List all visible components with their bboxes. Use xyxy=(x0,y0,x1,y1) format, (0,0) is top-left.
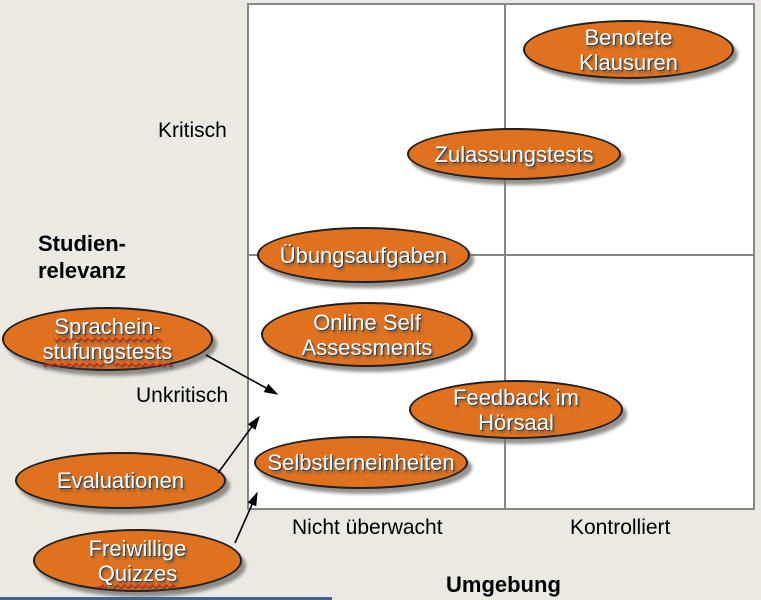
ellipse-label-line: Feedback im xyxy=(453,384,579,410)
ellipse-label-line: Selbstlerneinheiten xyxy=(267,450,455,475)
ellipse-online-self-assessments: Online Self Assessments xyxy=(261,302,473,367)
ellipse-evaluationen: Evaluationen xyxy=(15,452,226,509)
ellipse-label-line: Klausuren xyxy=(578,49,679,75)
window-edge-bar xyxy=(0,597,332,600)
ellipse-label-line: Online Self xyxy=(313,309,421,335)
y-axis-title: Studien- relevanz xyxy=(38,230,126,284)
y-axis-high-label: Kritisch xyxy=(158,119,227,142)
ellipse-uebungsaufgaben: Übungsaufgaben xyxy=(257,227,470,283)
x-axis-left-label: Nicht überwacht xyxy=(292,516,443,539)
ellipse-label-line-misspelled: Sprachein- xyxy=(54,314,161,339)
ellipse-benotete-klausuren: Benotete Klausuren xyxy=(523,20,734,79)
ellipse-freiwillige-quizzes: Freiwillige Quizzes xyxy=(33,529,242,592)
ellipse-spracheinstufungstests: Sprachein- stufungstests xyxy=(2,307,213,371)
ellipse-zulassungstests: Zulassungstests xyxy=(407,128,621,180)
ellipse-label-line: Übungsaufgaben xyxy=(279,242,448,268)
x-axis-title: Umgebung xyxy=(446,572,561,597)
ellipse-label-line-misspelled: Quizzes xyxy=(97,560,178,586)
y-axis-low-label: Unkritisch xyxy=(136,384,229,407)
ellipse-label-line: Evaluationen xyxy=(56,468,185,493)
ellipse-feedback-im-hoersaal: Feedback im Hörsaal xyxy=(409,380,623,439)
ellipse-label-line: Benotete xyxy=(584,24,673,50)
ellipse-label-line: Freiwillige xyxy=(88,535,187,561)
matrix-vertical-divider xyxy=(504,3,506,510)
ellipse-label-line: Zulassungstests xyxy=(434,141,594,167)
y-axis-title-line1: Studien- xyxy=(38,231,126,256)
ellipse-label-line-misspelled: stufungstests xyxy=(42,339,173,364)
y-axis-title-line2: relevanz xyxy=(38,258,127,283)
ellipse-selbstlerneinheiten: Selbstlerneinheiten xyxy=(254,436,468,489)
ellipse-label-line: Assessments xyxy=(301,334,433,360)
x-axis-right-label: Kontrolliert xyxy=(570,516,671,539)
ellipse-label-line: Hörsaal xyxy=(478,409,554,435)
matrix-horizontal-divider xyxy=(247,254,755,256)
